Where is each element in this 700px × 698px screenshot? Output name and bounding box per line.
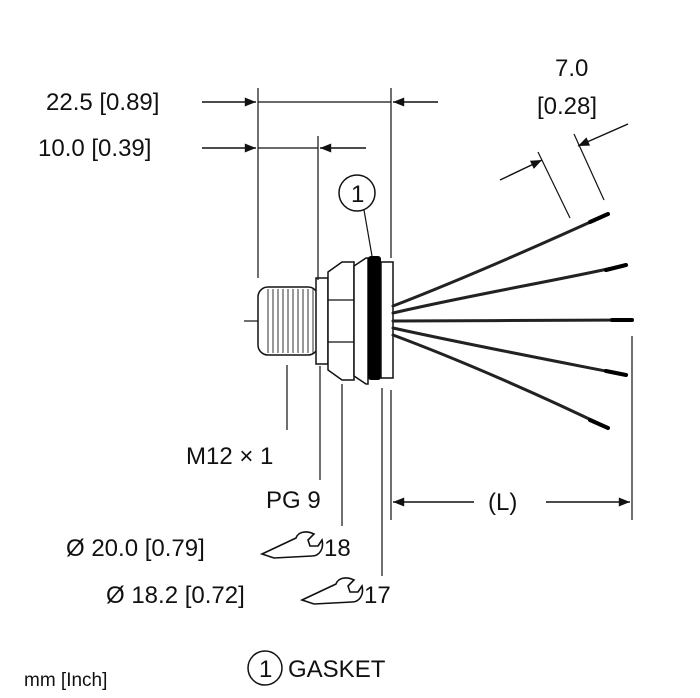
thread-length-label: 10.0 [0.39] [38, 135, 151, 162]
dimension-wire-spacing: 7.0 [0.28] [499, 55, 629, 219]
legend: 1 GASKET [247, 650, 386, 686]
wrench-icon [299, 577, 364, 605]
pg9-label: PG 9 [266, 487, 321, 514]
gasket [368, 256, 381, 380]
legend-marker: 1 [259, 656, 272, 683]
dimension-cable-length: (L) [390, 336, 633, 520]
rear-flange [380, 261, 394, 379]
pg9-shoulder [315, 277, 329, 365]
wrench-icon [259, 531, 324, 559]
wire-4 [391, 326, 628, 377]
wire-bundle [391, 212, 634, 430]
cable-length-label: (L) [488, 489, 517, 516]
callout-hex18: Ø 20.0 [0.79] 18 [66, 384, 351, 562]
thread-ridges [267, 289, 314, 353]
wire-spacing-inch: [0.28] [537, 93, 597, 120]
gasket-callout-number: 1 [351, 181, 364, 208]
legend-item: GASKET [288, 656, 386, 683]
wire-2 [391, 263, 628, 315]
dimension-overall: 22.5 [0.89] [46, 88, 438, 278]
hex-nut-17 [353, 257, 369, 385]
hex17-wrench-size: 17 [364, 582, 391, 609]
wire-5 [391, 333, 610, 430]
hex17-diameter-label: Ø 18.2 [0.72] [106, 582, 245, 609]
hex-nut-18 [327, 261, 355, 381]
callout-hex17: Ø 18.2 [0.72] 17 [106, 388, 391, 609]
connector-body [244, 256, 394, 385]
callout-thread: M12 × 1 [186, 365, 288, 470]
numbered-circle-icon [338, 174, 376, 212]
hex18-wrench-size: 18 [324, 535, 351, 562]
units-note: mm [Inch] [24, 670, 107, 691]
dimension-thread: 10.0 [0.39] [38, 135, 366, 280]
callout-pg9: PG 9 [266, 366, 321, 514]
hex18-diameter-label: Ø 20.0 [0.79] [66, 535, 205, 562]
wire-3 [391, 318, 634, 323]
overall-length-label: 22.5 [0.89] [46, 89, 159, 116]
wire-spacing-mm: 7.0 [555, 55, 588, 82]
thread-spec-label: M12 × 1 [186, 443, 273, 470]
numbered-circle-icon [247, 650, 283, 686]
wire-1 [391, 212, 610, 308]
gasket-callout: 1 [338, 174, 376, 257]
